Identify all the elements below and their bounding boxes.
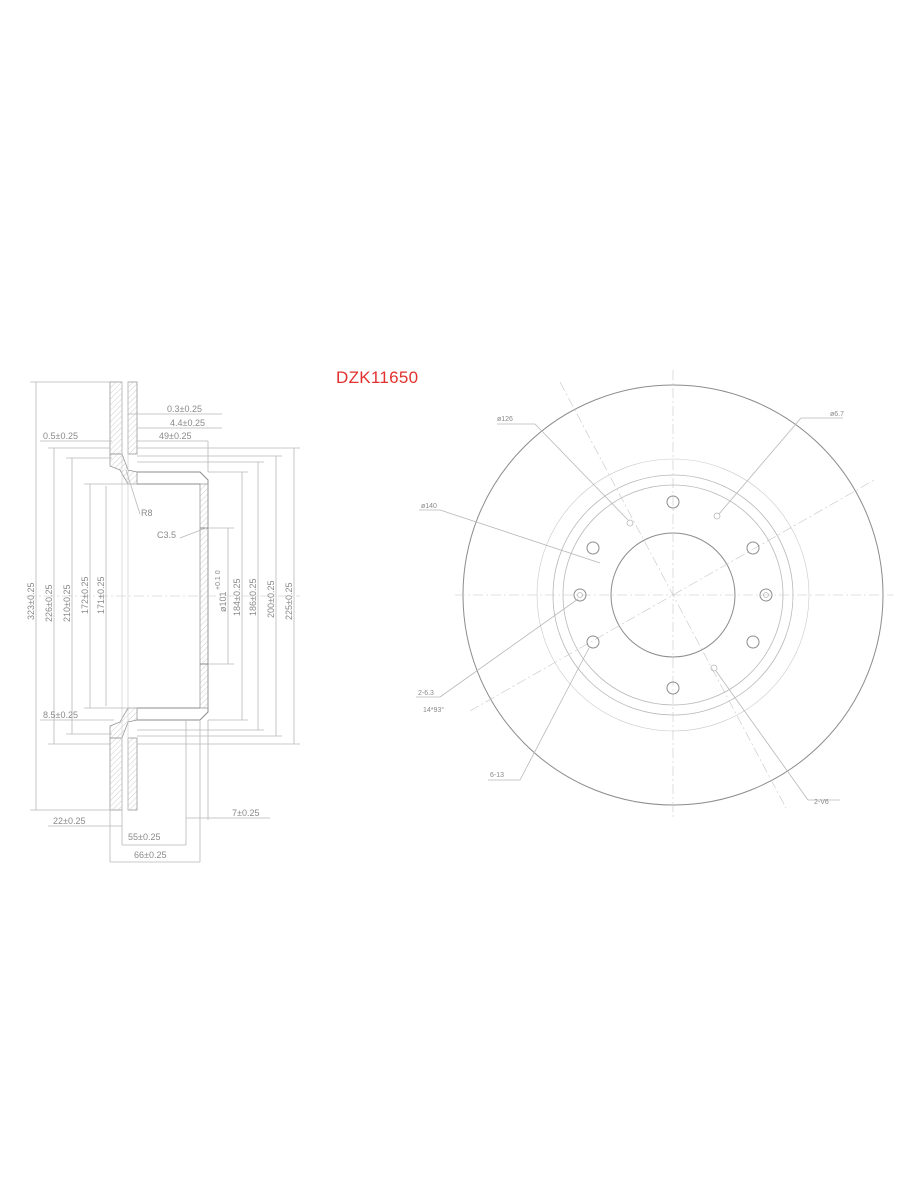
top-dims <box>40 413 222 721</box>
dim-55: 55±0.25 <box>128 832 160 842</box>
hat-neck-bottom <box>109 707 138 739</box>
dim-172: 172±0.25 <box>80 577 90 614</box>
front-centerline-d1 <box>559 381 787 809</box>
dim-4-4: 4.4±0.25 <box>170 418 205 428</box>
dim-184: 184±0.25 <box>232 579 242 616</box>
dim-r8: R8 <box>141 508 153 518</box>
dim-c3-5: C3.5 <box>157 530 176 540</box>
screw-hole <box>626 519 634 527</box>
label-6-13: 6-13 <box>490 772 504 779</box>
dim-0-5: 0.5±0.25 <box>43 431 78 441</box>
dim-49: 49±0.25 <box>159 431 191 441</box>
bolt-hole <box>586 541 600 555</box>
screw-hole <box>713 512 721 520</box>
outer-plate-top <box>109 381 123 455</box>
bolt-hole <box>746 541 760 555</box>
label-angle: 14*93° <box>423 706 444 714</box>
locating-hole <box>573 588 587 602</box>
dim-200: 200±0.25 <box>266 581 276 618</box>
right-diameter-dims <box>137 447 300 745</box>
locating-hole <box>759 588 773 602</box>
dim-101: ø101 <box>218 591 228 612</box>
label-2-v6: 2-V6 <box>814 799 829 806</box>
label-d6-7: ø6.7 <box>830 411 844 418</box>
bolt-hole <box>746 635 760 649</box>
dim-7: 7±0.25 <box>232 808 259 818</box>
hub-bore <box>137 483 208 709</box>
bolt-hole <box>666 681 680 695</box>
dim-101-tol: +0.1 0 <box>215 570 222 590</box>
c35-leader <box>179 527 207 539</box>
dim-22: 22±0.25 <box>53 816 85 826</box>
front-leaders <box>416 417 843 801</box>
dim-210: 210±0.25 <box>62 585 72 622</box>
label-d140: ø140 <box>421 503 437 510</box>
inner-plate-top <box>127 381 138 455</box>
dim-226: 226±0.25 <box>44 585 54 622</box>
part-number-label: DZK11650 <box>336 368 419 387</box>
dim-8-5: 8.5±0.25 <box>43 710 78 720</box>
dim-225: 225±0.25 <box>284 583 294 620</box>
locating-hole-inner <box>577 592 583 598</box>
front-view: ø126 ø6.7 ø140 2-6.3 14*93° 6-13 2-V6 <box>416 370 893 820</box>
r8-leader <box>125 469 141 515</box>
dim-171: 171±0.25 <box>96 577 106 614</box>
bolt-hole <box>666 495 680 509</box>
dim-66: 66±0.25 <box>134 850 166 860</box>
bottom-dims <box>48 720 270 863</box>
outer-plate-bottom <box>109 737 123 811</box>
dim-323: 323±0.25 <box>26 583 36 620</box>
left-diameter-dims <box>30 381 137 811</box>
front-centerline-d2 <box>469 478 877 712</box>
bolt-holes <box>573 495 773 695</box>
bolt-hole <box>586 635 600 649</box>
side-view: 323±0.25 226±0.25 210±0.25 172±0.25 171±… <box>26 381 300 863</box>
label-2-6-3: 2-6.3 <box>418 690 434 697</box>
inner-plate-bottom <box>127 737 138 811</box>
dim-186: 186±0.25 <box>248 579 258 616</box>
label-d126: ø126 <box>497 416 513 423</box>
screw-hole <box>710 664 718 672</box>
dim-0-3: 0.3±0.25 <box>167 404 202 414</box>
hat-neck-top <box>109 453 138 485</box>
locating-hole-inner <box>763 592 769 598</box>
